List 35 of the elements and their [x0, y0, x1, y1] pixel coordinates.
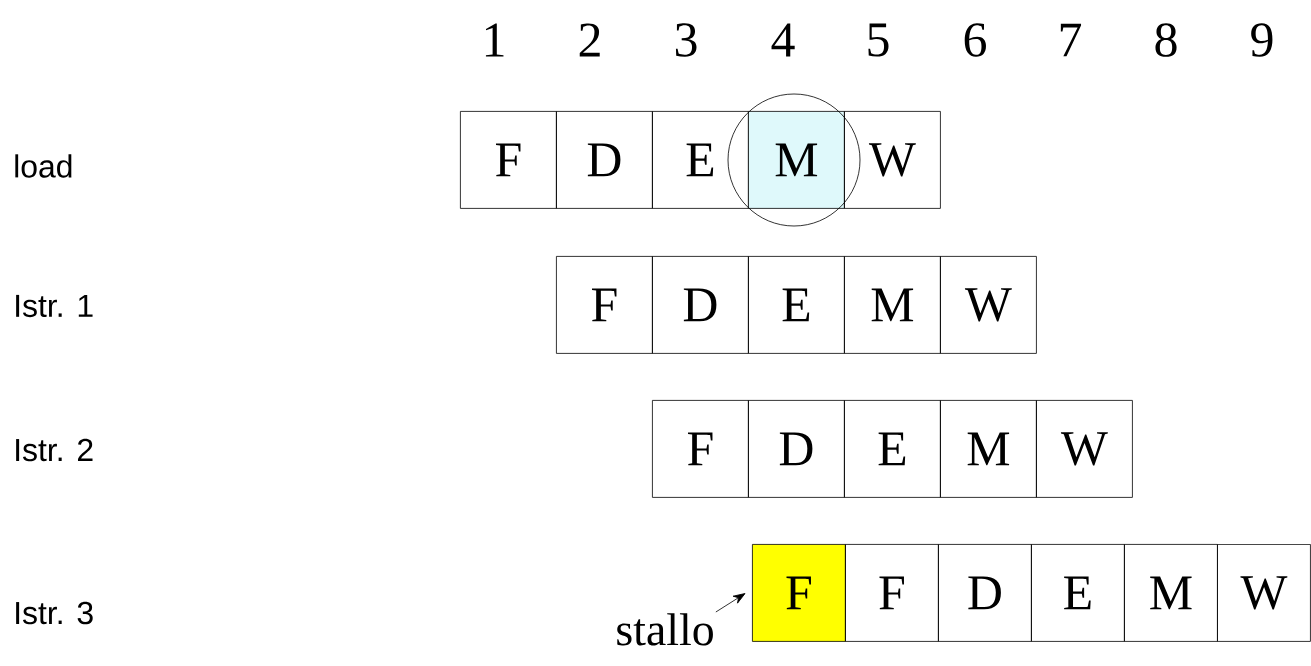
stage-cell: E — [1031, 544, 1125, 642]
stage-cell: F — [845, 544, 939, 642]
column-number: 4 — [771, 23, 795, 57]
stage-cell: E — [748, 256, 845, 354]
stage-cell: M — [940, 400, 1037, 498]
stage-cell: F — [460, 111, 557, 209]
column-number: 8 — [1155, 23, 1177, 57]
stage-cell: D — [652, 256, 749, 354]
column-number: 6 — [964, 23, 986, 57]
row-label: Istr. 1 — [16, 294, 93, 318]
stage-cell: E — [844, 400, 941, 498]
row-label: Istr. 2 — [16, 438, 93, 462]
column-number: 2 — [579, 23, 600, 57]
column-number: 5 — [868, 23, 889, 57]
stage-cell: W — [1217, 544, 1311, 642]
column-number: 1 — [485, 23, 504, 57]
stage-cell: W — [940, 256, 1037, 354]
annotation-text: stallo — [617, 613, 713, 646]
row-label: load — [15, 154, 72, 178]
stage-cell: M — [1124, 544, 1218, 642]
stage-cell: F — [752, 544, 846, 642]
column-number: 9 — [1251, 23, 1273, 57]
arrow — [715, 593, 746, 613]
row-label: Istr. 3 — [16, 601, 93, 625]
stage-cell: D — [938, 544, 1032, 642]
stage-cell: D — [556, 111, 653, 209]
stage-cell: W — [1036, 400, 1133, 498]
stage-cell: M — [844, 256, 941, 354]
stage-cell: M — [748, 111, 845, 209]
stage-cell: W — [844, 111, 941, 209]
stage-cell: D — [748, 400, 845, 498]
column-number: 7 — [1060, 23, 1082, 57]
stage-cell: F — [556, 256, 653, 354]
column-number: 3 — [675, 23, 697, 57]
stage-cell: F — [652, 400, 749, 498]
